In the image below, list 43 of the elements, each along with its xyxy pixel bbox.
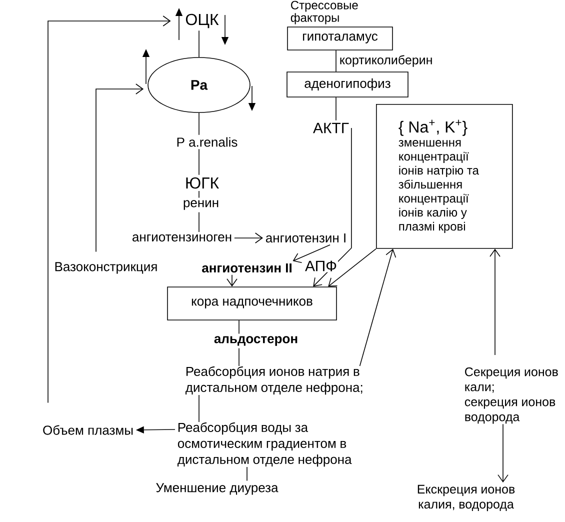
text-label: ЮГК <box>186 177 219 189</box>
text-label: Секреция ионов кали; секреция ионов водорода <box>464 367 558 424</box>
arrow <box>359 248 396 366</box>
text-label: ангиотензин I <box>266 233 346 243</box>
text-label: ренин <box>184 200 218 210</box>
arrow <box>328 248 376 287</box>
connector-line <box>198 148 200 176</box>
arrow <box>490 248 500 356</box>
edge-label: АПФ <box>304 260 338 272</box>
arrow <box>96 84 144 252</box>
text-label: Уменшение диуреза <box>156 483 278 495</box>
text-label: Екскреция ионов калия, водорода <box>418 484 515 512</box>
text-label: P a.renalis <box>177 137 238 147</box>
text-label: АКТГ <box>313 122 349 134</box>
ellipse-node: Pa <box>148 57 250 113</box>
arrow <box>498 424 508 482</box>
text-label: ангиотензиноген <box>132 234 232 242</box>
process-box: кора надпочечников <box>167 286 337 320</box>
arrow <box>292 244 330 263</box>
info-box: { Na$^{+}$, K$^{+}$} зменшення концентрації іонів натрію та збільшення концентрації іонів калію у плазмі крові <box>376 104 513 249</box>
connector-line <box>198 112 200 136</box>
text-label: ОЦК <box>186 14 219 28</box>
text-label: Объем плазмы <box>43 425 133 435</box>
text-label: альдостерон <box>214 336 298 346</box>
connector-line <box>238 348 240 366</box>
connector-line <box>198 212 200 232</box>
connector-line <box>246 466 248 482</box>
text-label: Стрессовые факторы <box>290 0 358 24</box>
connector-line <box>238 320 240 334</box>
arrow <box>48 16 171 404</box>
connector-line <box>198 30 200 58</box>
text-label: Реабсорбция воды за осмотическим градиентом в дистальном отделе нефрона <box>178 422 352 467</box>
process-box: аденогипофиз <box>286 72 408 98</box>
edge-label: кортиколиберин <box>338 54 434 68</box>
text-label: Вазоконстрикция <box>55 262 157 274</box>
process-box: гипоталамус <box>287 26 393 50</box>
text-label: Реабсорбция ионов натрия в дистальном отделе нефрона; <box>186 366 362 395</box>
arrow <box>226 274 238 287</box>
connector-line <box>198 394 200 422</box>
arrow <box>234 232 263 244</box>
text-label: ангиотензин II <box>202 263 292 273</box>
arrow <box>313 128 352 287</box>
connector-line <box>198 190 200 198</box>
